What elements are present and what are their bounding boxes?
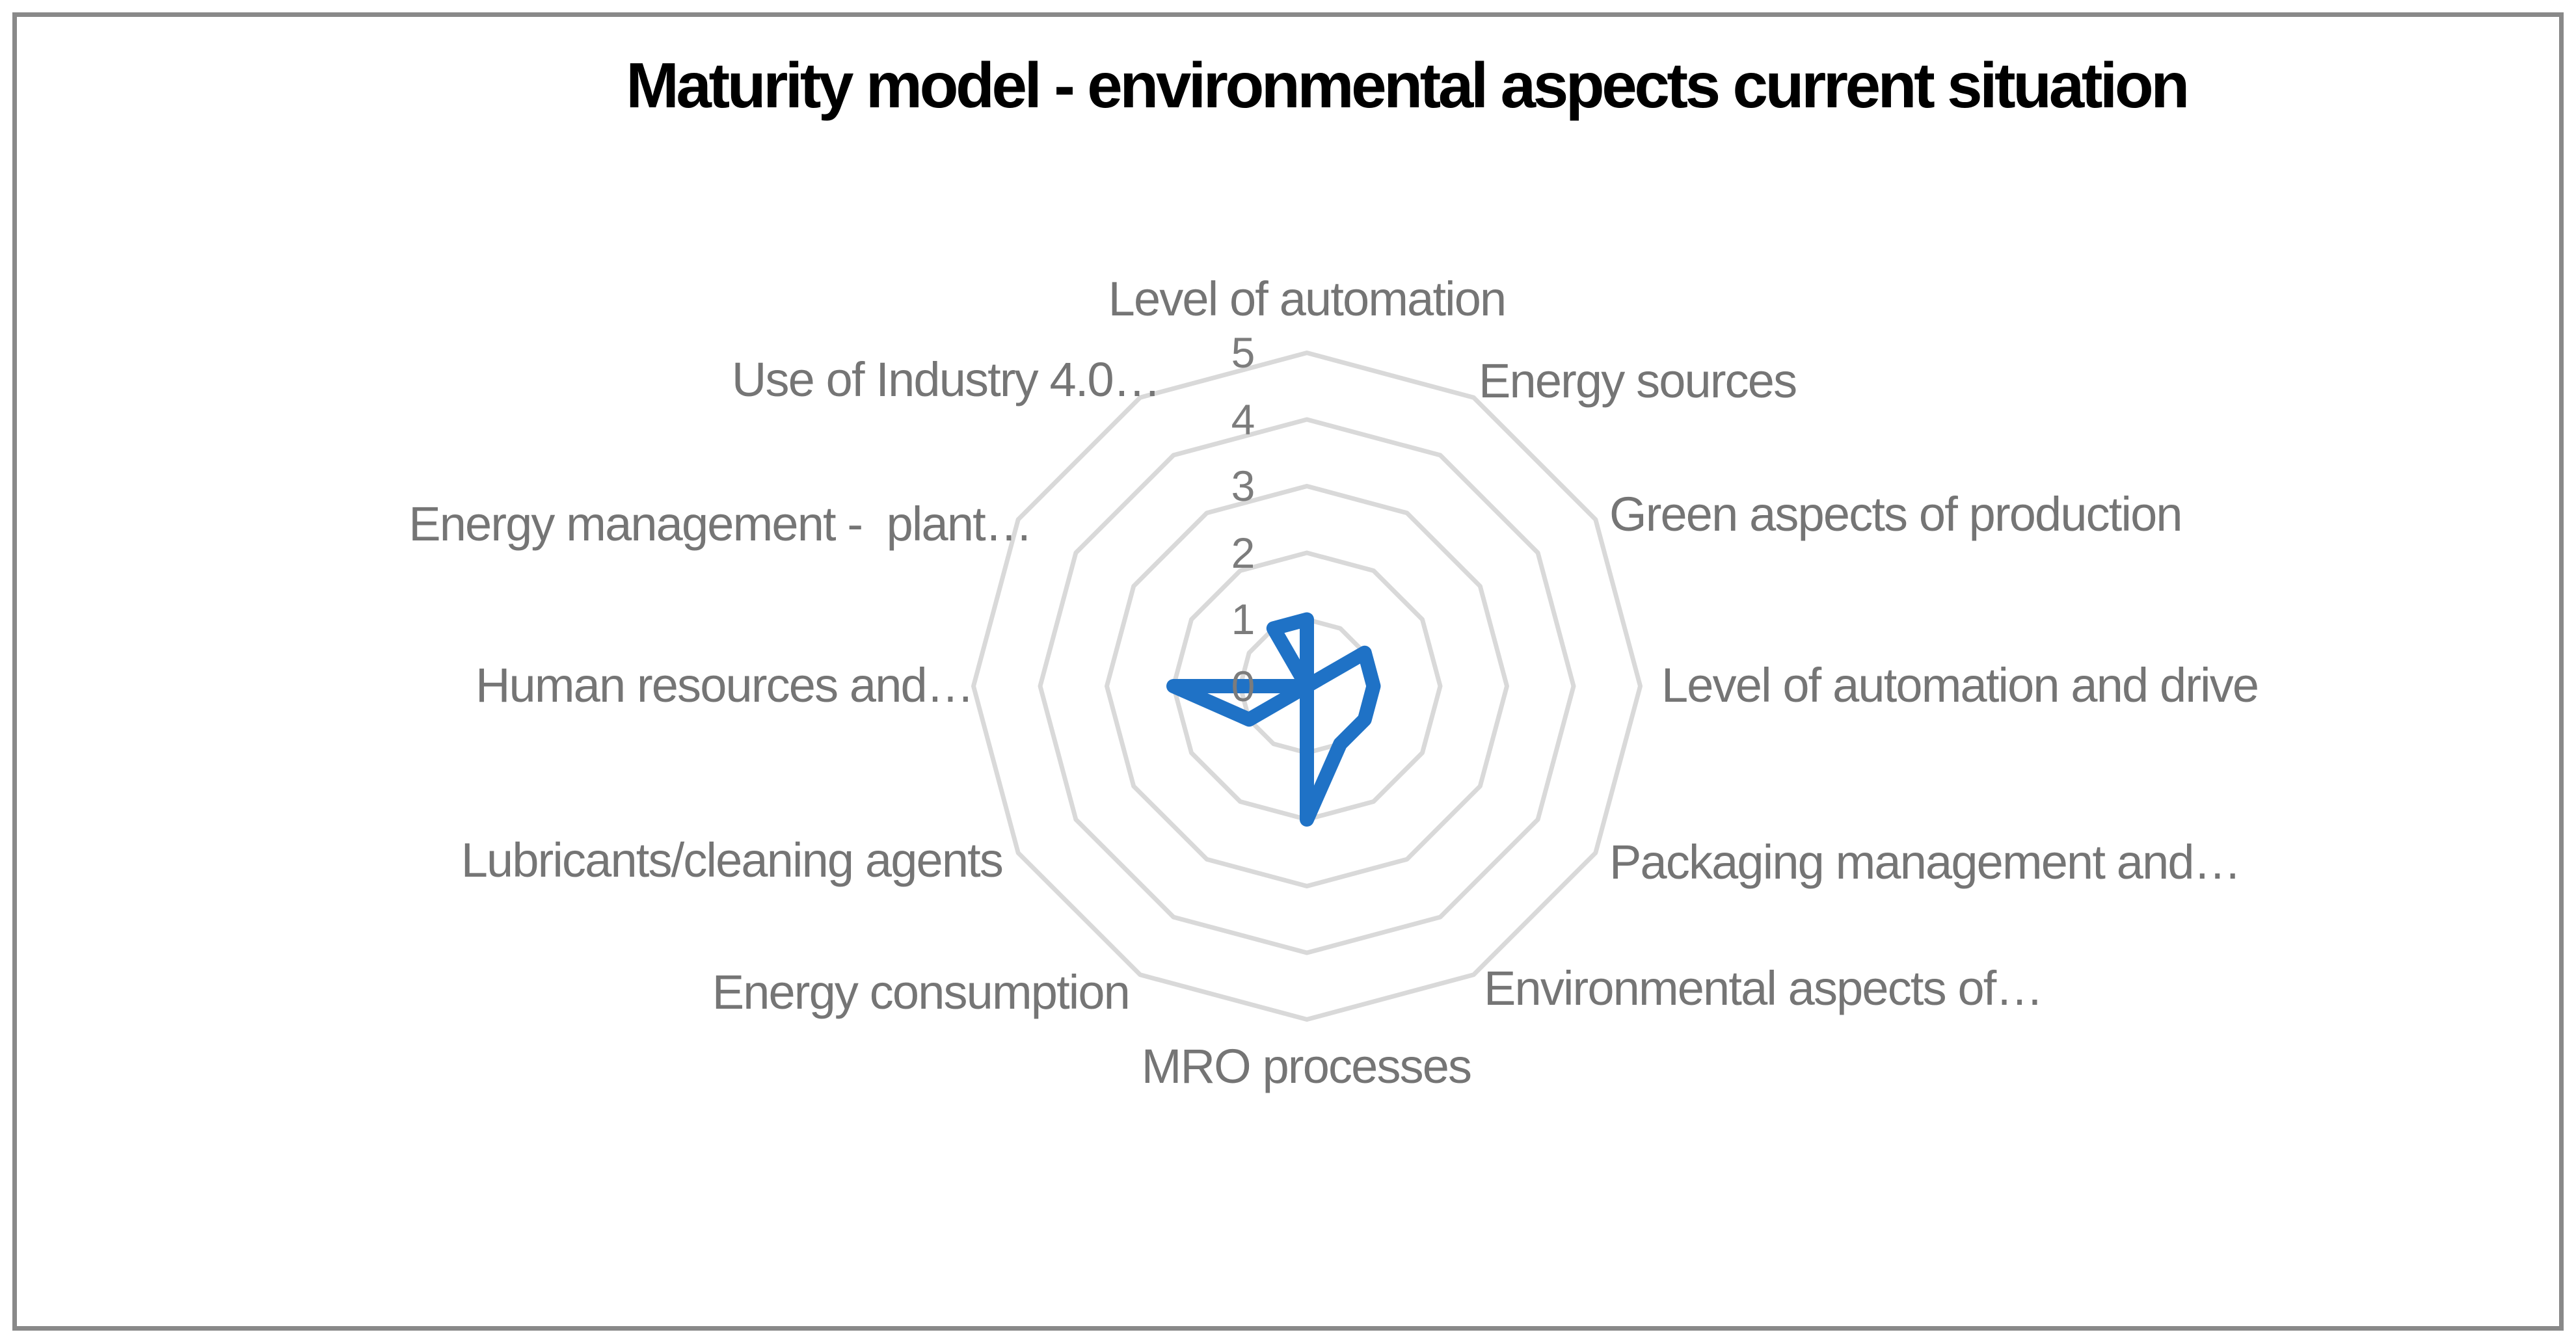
- category-label-level-of-automation: Level of automation: [1108, 272, 1507, 326]
- category-label-use-of-industry-4-0: Use of Industry 4.0…: [731, 352, 1161, 406]
- axis-tick-label-5: 5: [1231, 328, 1255, 377]
- axis-tick-label-2: 2: [1231, 529, 1255, 577]
- chart-border: Maturity model - environmental aspects c…: [12, 12, 2564, 1331]
- data-series-polygon: [1166, 612, 1381, 827]
- category-label-level-of-automation-and-drive: Level of automation and drive: [1661, 658, 2259, 712]
- category-label-human-resources: Human resources and…: [475, 658, 974, 712]
- category-label-energy-consumption: Energy consumption: [712, 965, 1131, 1019]
- category-label-green-aspects-of-production: Green aspects of production: [1609, 487, 2183, 541]
- chart-title: Maturity model - environmental aspects c…: [626, 49, 2190, 121]
- radar-plot: [971, 351, 1643, 1022]
- axis-tick-label-0: 0: [1231, 662, 1255, 710]
- axis-tick-label-4: 4: [1231, 395, 1255, 444]
- category-label-lubricants-cleaning-agents: Lubricants/cleaning agents: [461, 833, 1004, 887]
- category-label-energy-sources: Energy sources: [1479, 354, 1797, 408]
- axis-tick-label-1: 1: [1231, 595, 1255, 643]
- category-label-packaging-management: Packaging management and…: [1609, 835, 2242, 889]
- grid-ring-4: [1038, 417, 1576, 955]
- grid-ring-5: [971, 351, 1643, 1022]
- category-label-energy-management-plant: Energy management - plant…: [409, 497, 1033, 551]
- axis-tick-label-3: 3: [1231, 462, 1255, 510]
- category-label-environmental-aspects: Environmental aspects of…: [1484, 961, 2043, 1015]
- grid-ring-3: [1105, 484, 1509, 888]
- category-label-mro-processes: MRO processes: [1141, 1039, 1472, 1093]
